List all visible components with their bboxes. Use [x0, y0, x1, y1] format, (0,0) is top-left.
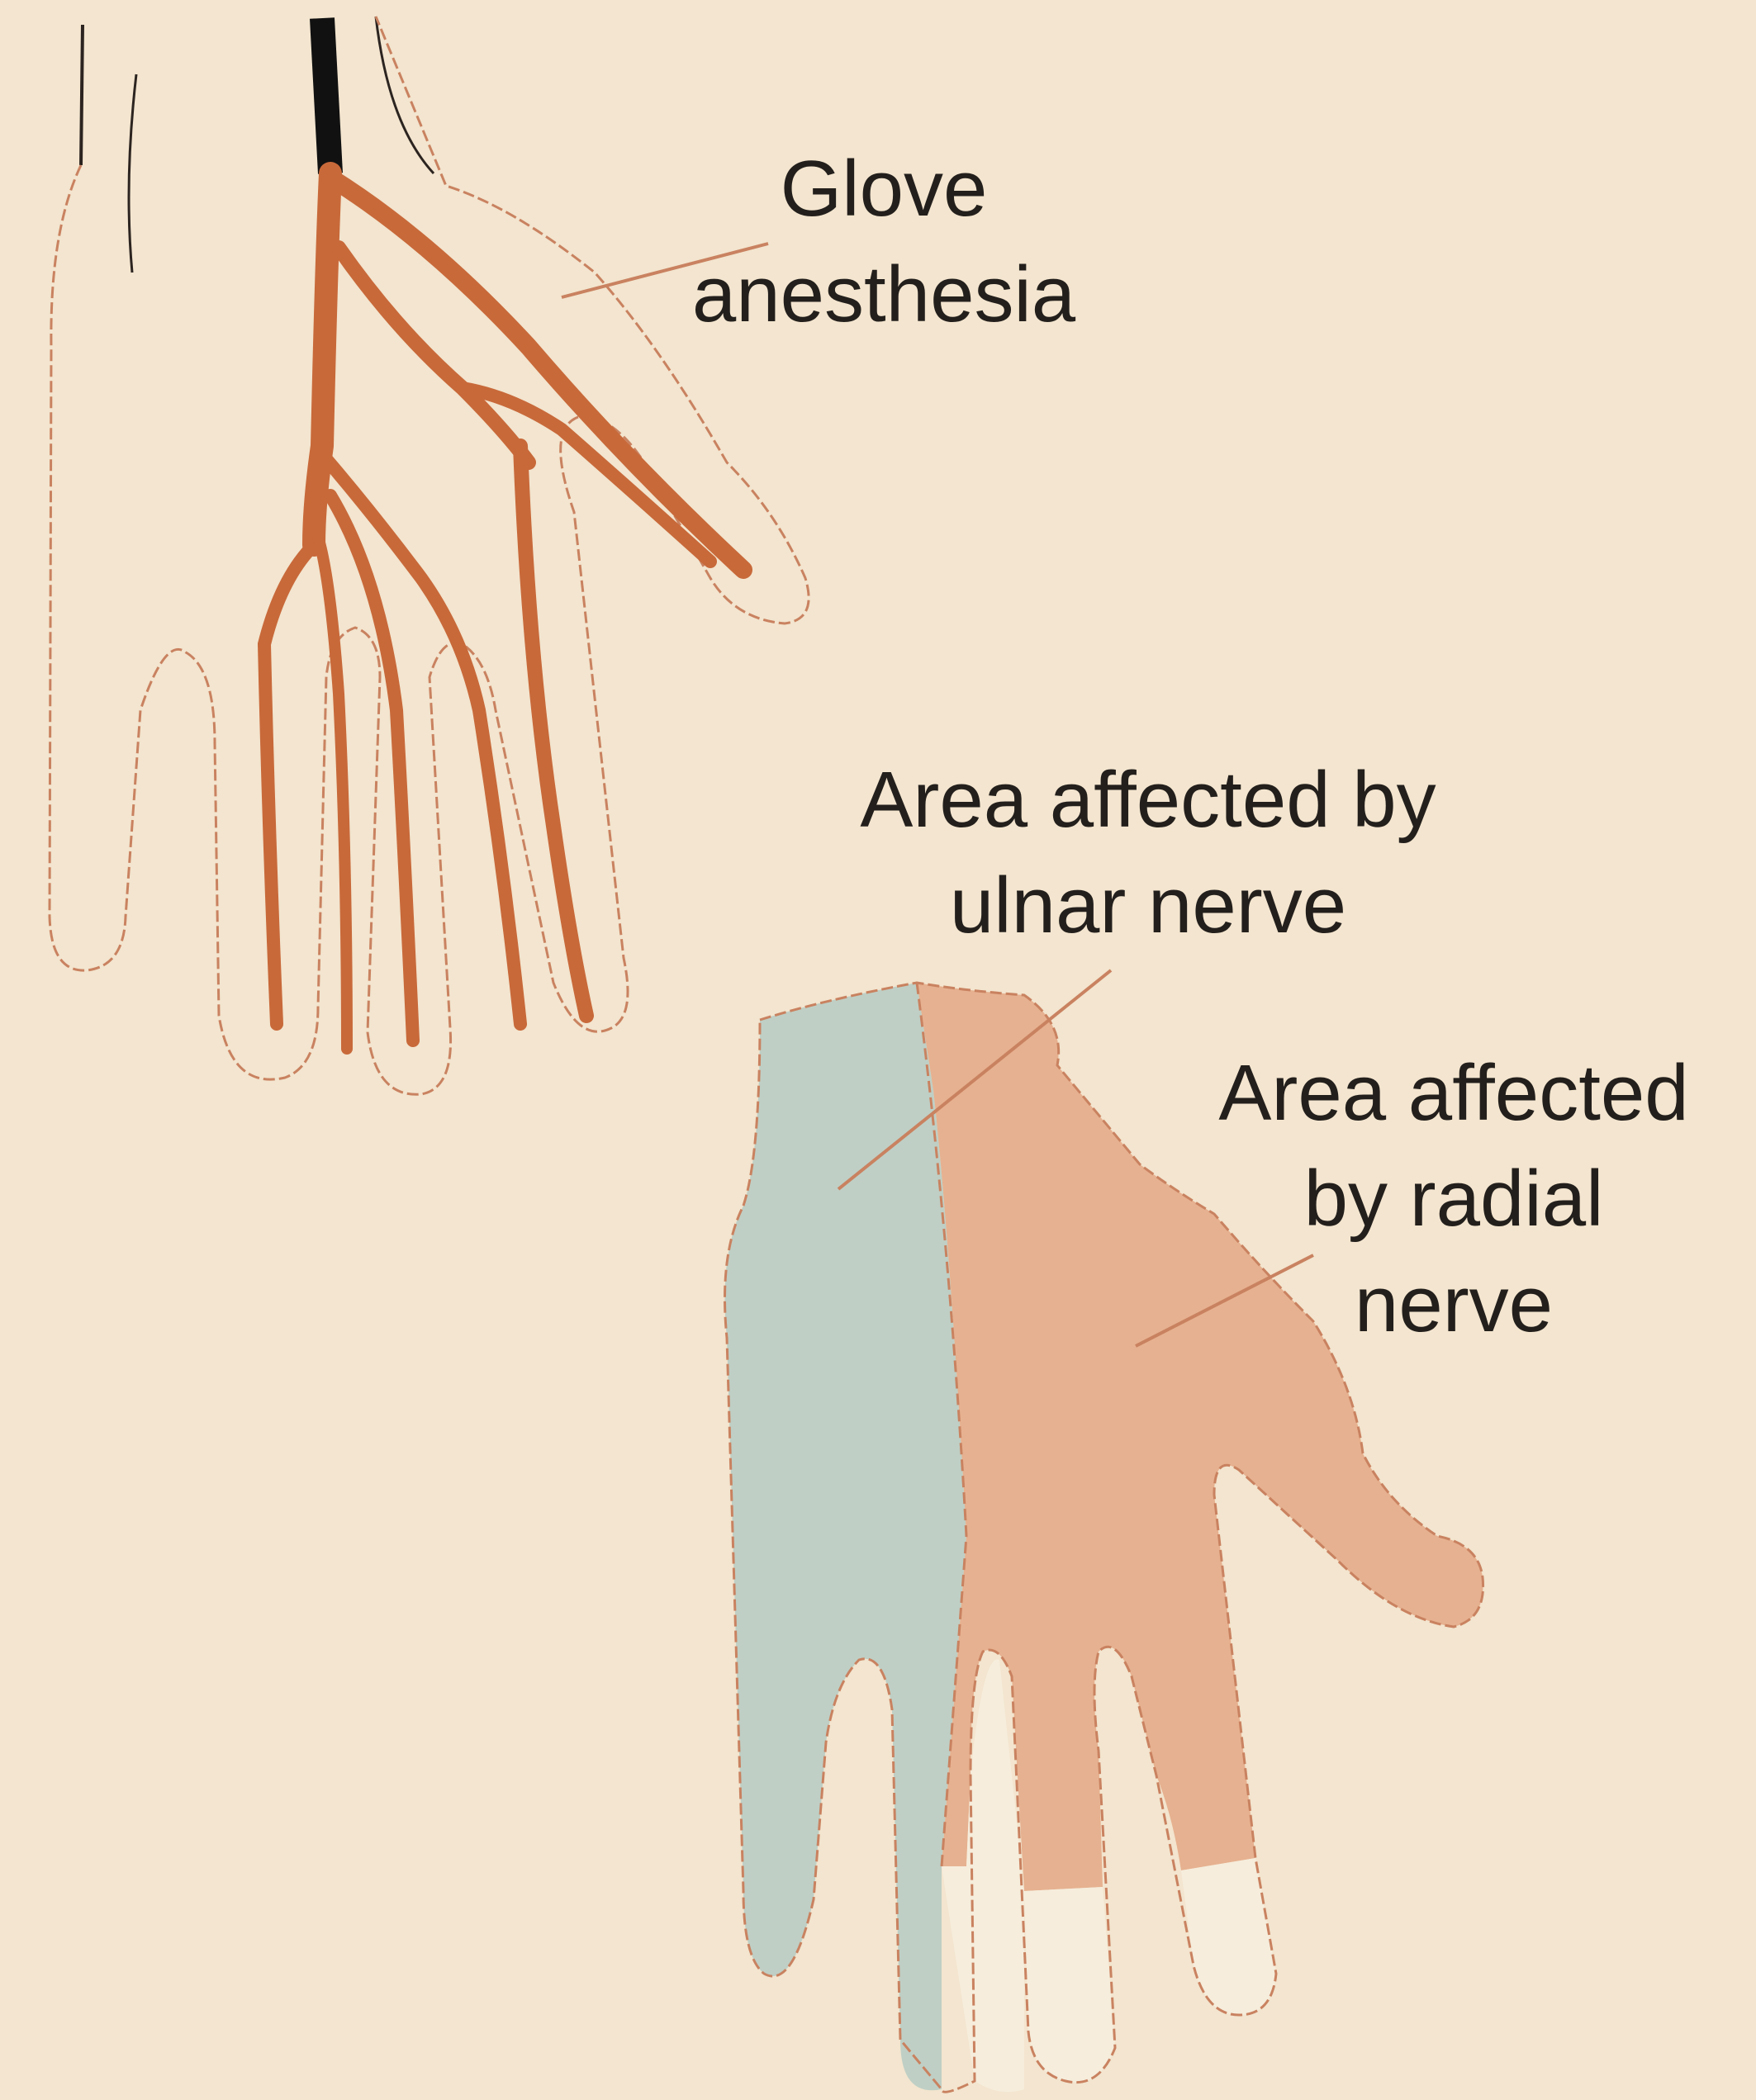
finger-tip-ring [1024, 1887, 1115, 2083]
nerve-branch-ring [264, 545, 314, 1024]
ulnar-nerve-label: Area affected by ulnar nerve [793, 747, 1503, 959]
ulnar-area [725, 983, 967, 2090]
forearm-line-right [376, 17, 434, 173]
forearm-line-left-2 [129, 74, 136, 273]
finger-tip-little [1181, 1858, 1276, 2015]
nerve-branch-index-finger [520, 446, 586, 1016]
glove-anesthesia-label: Glove anesthesia [661, 136, 1107, 348]
nerve-wrist-segment [322, 18, 330, 173]
radial-nerve-label: Area affected by radial nerve [1165, 1041, 1743, 1358]
nerve-trunk [314, 173, 330, 545]
nerve-branch-mid [339, 248, 529, 462]
forearm-line-left [81, 25, 83, 165]
